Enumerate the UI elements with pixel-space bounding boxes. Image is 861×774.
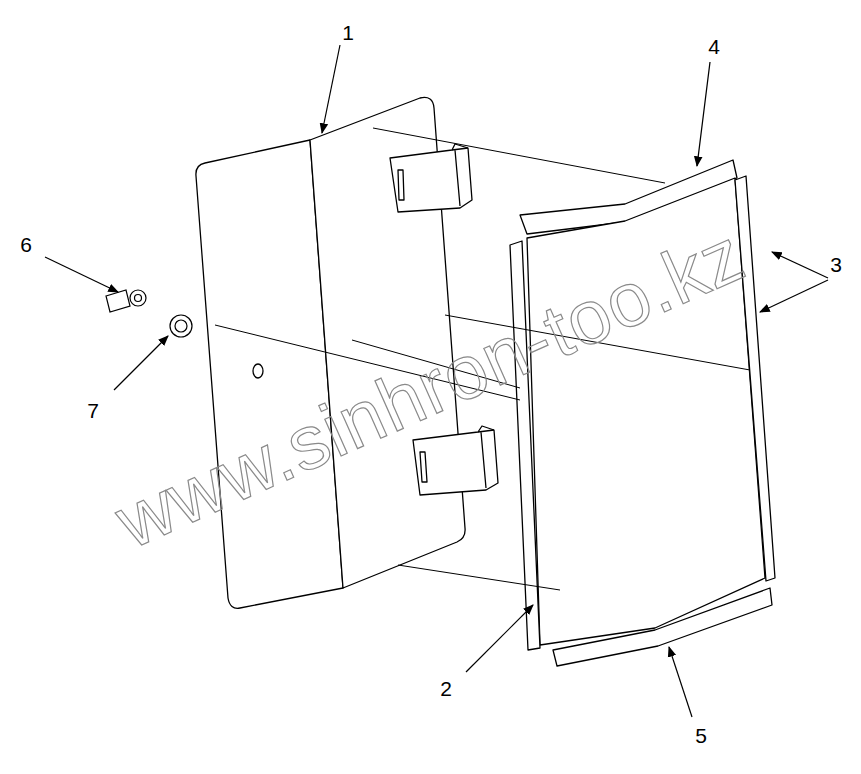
callout-number: 4	[708, 36, 720, 57]
callout-number: 1	[342, 22, 354, 43]
callout-number: 3	[830, 254, 842, 275]
callout-number: 2	[440, 678, 452, 699]
callout-number: 6	[20, 234, 32, 255]
callout-number: 7	[87, 400, 99, 421]
callout-number: 5	[695, 725, 707, 746]
